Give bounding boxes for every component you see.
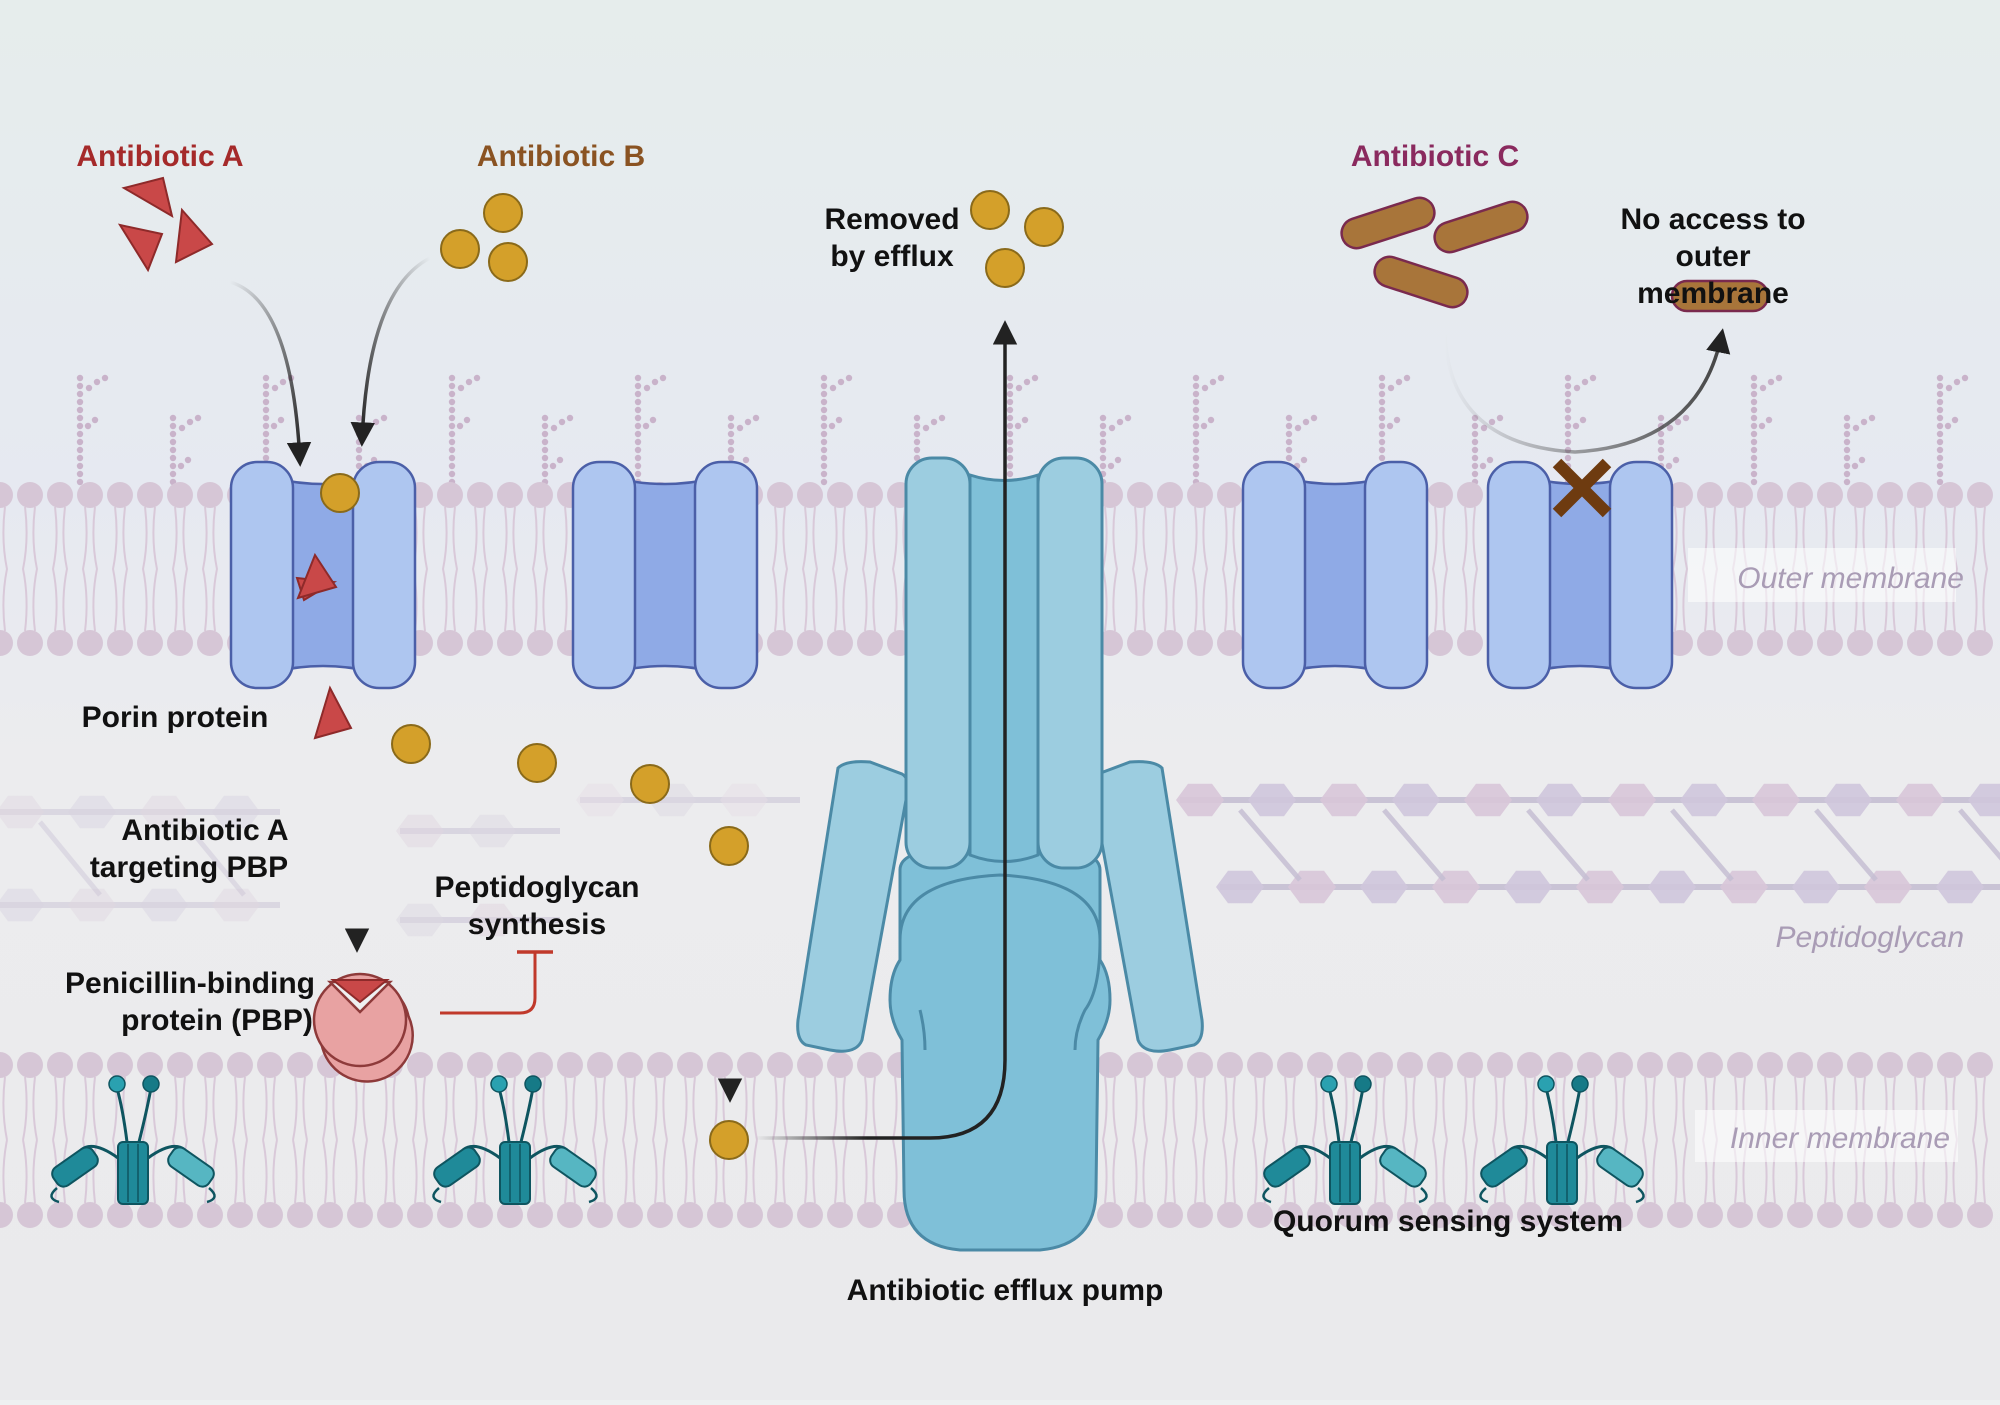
quorum-sensing-receptors: [50, 1075, 1645, 1205]
antibiotic-a-triangle: [117, 223, 164, 273]
antibiotic-a-triangle: [296, 552, 338, 600]
antibiotic-a-triangle: [313, 685, 353, 740]
antibiotic-a-triangle: [174, 207, 214, 264]
blocked-x-icon: [1552, 458, 1612, 518]
antibiotic-c-rod: [1340, 196, 1436, 250]
antibiotic-b-circle: [985, 248, 1025, 288]
antibiotic-b-circle: [709, 1120, 749, 1160]
inner-membrane-tails: [2, 1076, 1988, 1204]
antibiotic-b-circle: [391, 724, 431, 764]
antibiotic-b-circle: [970, 190, 1010, 230]
peptidoglycan-synthesis-label-line1: Peptidoglycan: [434, 871, 639, 904]
antibiotic-c-rod: [1373, 255, 1469, 309]
removed-by-efflux-label-line1: Removed: [824, 203, 959, 236]
pbp-label-line1: Penicillin-binding: [65, 967, 315, 1000]
antibiotic-b-circle: [630, 764, 670, 804]
antibiotic-b-label: Antibiotic B: [477, 140, 645, 173]
antibiotic-b-circle: [709, 826, 749, 866]
antibiotic-a-entry-arrow: [229, 280, 312, 467]
antibiotic-a-molecules: [117, 176, 353, 740]
quorum-sensing-receptor-icon: [1262, 1075, 1428, 1205]
inner-membrane-bilayer: [0, 1052, 1993, 1228]
pbp-label-line2: protein (PBP): [121, 1004, 313, 1037]
removed-by-efflux-label-line2: by efflux: [830, 240, 954, 273]
antibiotic-b-circle: [440, 229, 480, 269]
porin-channel-icon: [571, 460, 759, 690]
porin-protein-label: Porin protein: [82, 701, 269, 734]
antibiotic-b-circle: [488, 242, 528, 282]
antibiotic-b-entry-arrow: [350, 256, 431, 447]
efflux-pump-label: Antibiotic efflux pump: [847, 1274, 1164, 1307]
efflux-pump-icon: [796, 456, 1204, 1252]
antibiotic-b-circle: [517, 743, 557, 783]
antibiotic-a-targeting-label-line1: Antibiotic A: [121, 814, 288, 847]
antibiotic-c-molecules: [1340, 196, 1770, 313]
antibiotic-c-rod: [1670, 279, 1770, 313]
antibiotic-b-molecules: [320, 190, 1064, 1160]
outer-membrane-label-bg: [1688, 548, 1956, 602]
quorum-sensing-receptor-icon: [50, 1075, 216, 1205]
inhibition-line: [440, 952, 537, 1015]
antibiotic-a-triangle: [121, 176, 174, 219]
porin-channel-icon: [1241, 460, 1429, 690]
antibiotic-c-label: Antibiotic C: [1351, 140, 1519, 173]
inner-membrane-label-bg: [1695, 1110, 1958, 1162]
inner-membrane-label: Inner membrane: [1730, 1122, 1950, 1155]
lipopolysaccharide-chains: [76, 374, 1969, 486]
efflux-arrow: [755, 320, 1018, 1140]
quorum-sensing-label: Quorum sensing system: [1273, 1205, 1623, 1238]
penicillin-binding-protein-icon: [312, 972, 414, 1083]
peptidoglycan-synthesis-label-line2: synthesis: [468, 908, 606, 941]
outer-membrane-label: Outer membrane: [1737, 562, 1964, 595]
antibiotic-a-targeting-label-line2: targeting PBP: [90, 851, 288, 884]
no-access-label-line1: No access to: [1620, 203, 1805, 236]
antibiotic-a-label: Antibiotic A: [76, 140, 243, 173]
antibiotic-c-rod: [1433, 200, 1529, 254]
quorum-sensing-receptor-icon: [1479, 1075, 1645, 1205]
antibiotic-b-circle: [483, 193, 523, 233]
antibiotic-b-circle: [320, 473, 360, 513]
peptidoglycan-mesh: [0, 783, 2000, 937]
blocked-entry-arrow: [1443, 328, 1731, 454]
inner-membrane-heads: [0, 1052, 1993, 1228]
quorum-sensing-receptor-icon: [432, 1075, 598, 1205]
porin-channel-icon: [1486, 460, 1674, 690]
antibiotic-b-circle: [1024, 207, 1064, 247]
no-access-label-line2: outer: [1676, 240, 1751, 273]
no-access-label-line3: membrane: [1637, 277, 1789, 310]
peptidoglycan-label: Peptidoglycan: [1776, 921, 1964, 954]
porin-proteins: [229, 460, 1674, 690]
